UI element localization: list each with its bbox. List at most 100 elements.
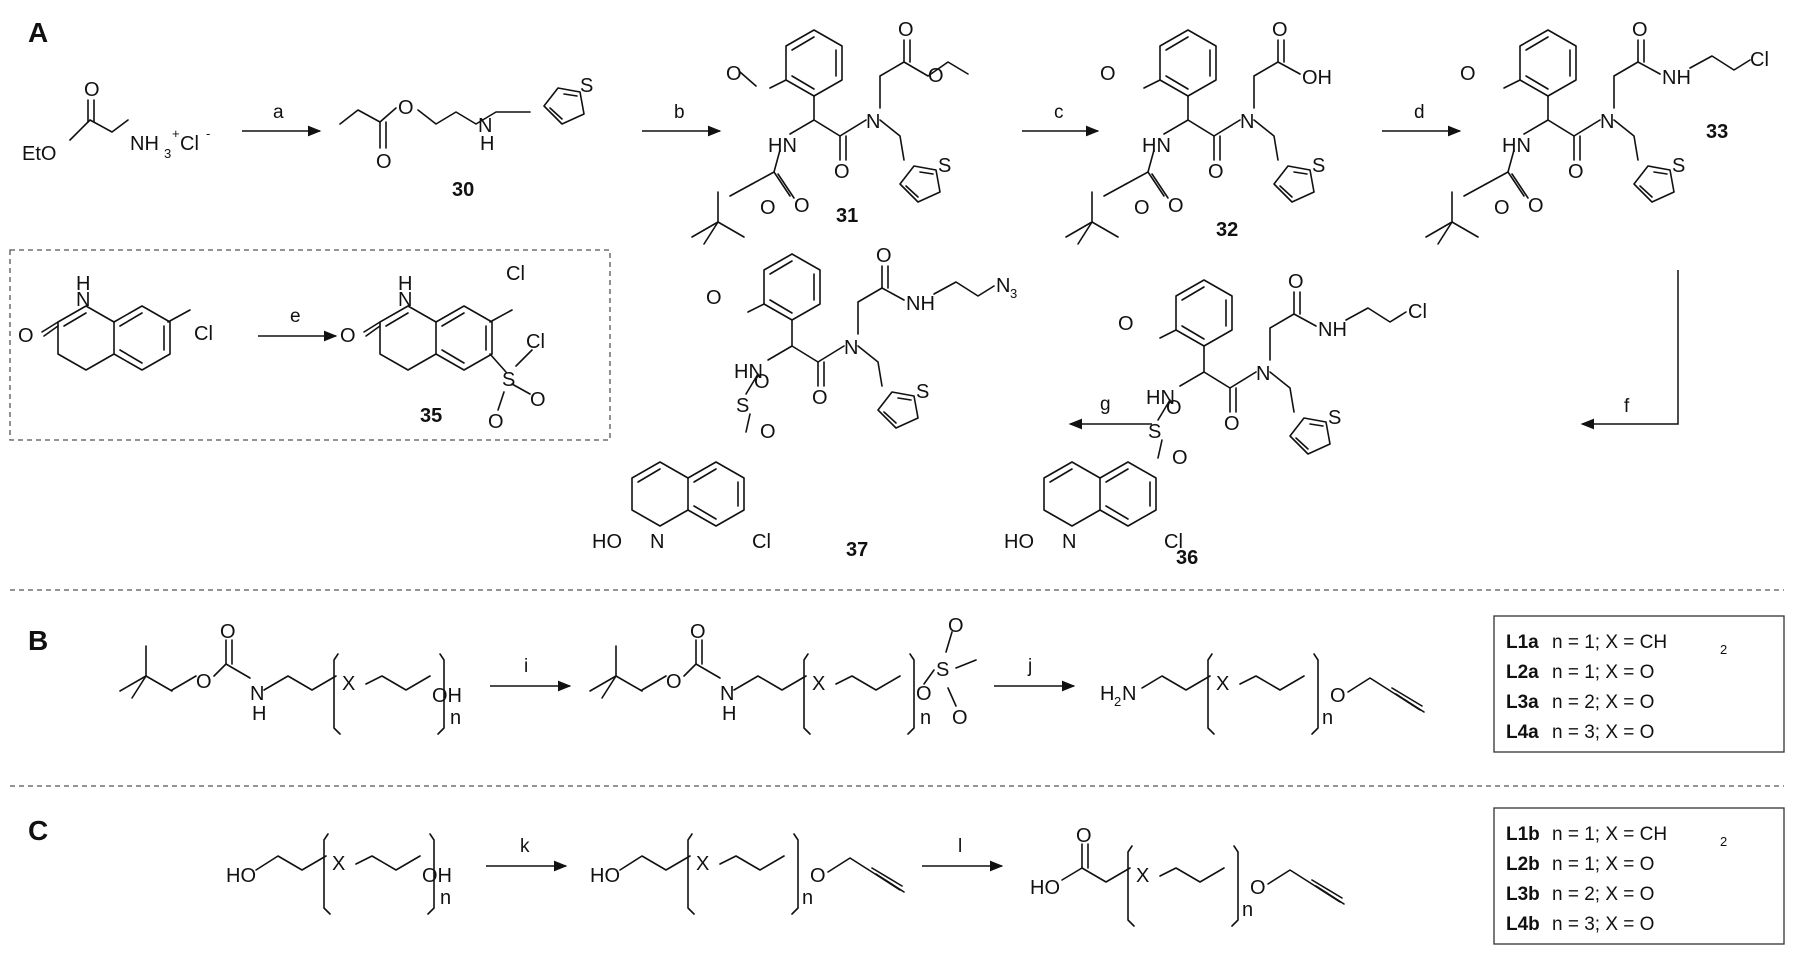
atom-o-co-b1: O: [220, 621, 236, 643]
atom-h-b2: H: [722, 703, 736, 725]
label-compound-32: 32: [1216, 219, 1238, 241]
atom-o-sulfonyl2-37: O: [760, 421, 776, 443]
atom-o-boc1-31: O: [760, 197, 776, 219]
atom-ho-36: HO: [1004, 531, 1034, 553]
legend-text: n = 2; X = O: [1552, 884, 1654, 905]
atom-nh-37: NH: [906, 293, 935, 315]
atom-o-boc-b2: O: [666, 671, 682, 693]
atom-n-sub-b3: n: [1322, 707, 1333, 729]
atom-o-ester-31: O: [928, 65, 944, 87]
atom-cl-35: Cl: [506, 263, 525, 285]
atom-o-acid-c3: O: [1076, 825, 1092, 847]
label-compound-31: 31: [836, 205, 858, 227]
atom-hn-32: HN: [1142, 135, 1171, 157]
atom-hn-33: HN: [1502, 135, 1531, 157]
carboxy-alkyne-structure: HO O X n O: [1030, 825, 1345, 927]
atom-o-sulfonyl1-35: O: [530, 389, 546, 411]
atom-o-methoxy-31: O: [726, 63, 742, 85]
atom-o-sulfonyl1-36: O: [1166, 397, 1182, 419]
atom-o-sulfonyl2-36: O: [1172, 447, 1188, 469]
atom-ho-c3: HO: [1030, 877, 1060, 899]
legend-id: L4b: [1506, 914, 1540, 935]
compound-31-structure: O HN O N O O O O S: [691, 19, 969, 245]
panel-label-b: B: [28, 625, 48, 656]
atom-s-33: S: [1672, 155, 1685, 177]
dashed-box-reaction-e: [9, 249, 611, 441]
atom-o-carbonyl: O: [376, 151, 392, 173]
legend-text: n = 3; X = O: [1552, 914, 1654, 935]
atom-s-thiophene-36: S: [1328, 407, 1341, 429]
compound-35-structure: O N H Cl S Cl O O: [340, 263, 546, 433]
atom-x-b3: X: [1216, 673, 1229, 695]
legend-id: L4a: [1506, 722, 1539, 743]
atom-n-35: N: [398, 289, 412, 311]
atom-o-ether-c3: O: [1250, 877, 1266, 899]
hydroxy-alkyne-structure: HO X n O: [590, 833, 905, 915]
atom-s-sulfonyl-36: S: [1148, 421, 1161, 443]
atom-cl-36: Cl: [1408, 301, 1427, 323]
reagent-i: i: [524, 656, 528, 677]
atom-o-boc2-31: O: [794, 195, 810, 217]
legend-row: L3b n = 2; X = O: [1506, 884, 1654, 905]
diol-structure: HO X n OH: [226, 833, 452, 915]
reagent-g: g: [1100, 394, 1111, 415]
reagent-k: k: [520, 836, 530, 857]
atom-n-sub-b1: n: [450, 707, 461, 729]
label-compound-35: 35: [420, 405, 442, 427]
atom-oh-c1: OH: [422, 865, 452, 887]
legend-row: L2b n = 1; X = O: [1506, 854, 1654, 875]
reagent-c: c: [1054, 102, 1064, 123]
atom-x-b2: X: [812, 673, 825, 695]
atom-o-mes2-b2: O: [952, 707, 968, 729]
atom-o-amide-32: O: [1208, 161, 1224, 183]
compound-37-structure: O HN S O O O N O NH N 3 S HO N Cl: [592, 245, 1017, 553]
legend-id: L1b: [1506, 824, 1540, 845]
atom-h-b1: H: [252, 703, 266, 725]
atom-o-sulfonyl1-37: O: [754, 371, 770, 393]
compound-32-structure: O HN O N O OH O O S: [1065, 19, 1332, 245]
atom-o-methoxy-33: O: [1460, 63, 1476, 85]
atom-n-36: N: [1256, 363, 1270, 385]
legend-row: L3a n = 2; X = O: [1506, 692, 1654, 713]
atom-h-quin: H: [76, 273, 90, 295]
atom-n-b2: N: [720, 683, 734, 705]
atom-o-amide-36: O: [1224, 413, 1240, 435]
atom-plus: +: [172, 126, 180, 141]
panel-label-a: A: [28, 17, 48, 48]
legend-row: L4a n = 3; X = O: [1506, 722, 1654, 743]
atom-o-ether-b3: O: [1330, 685, 1346, 707]
atom-sub2-b3: 2: [1114, 694, 1121, 709]
atom-n-sub-c3: n: [1242, 899, 1253, 921]
boc-amino-mesylate-structure: O O N H X n O S O O: [589, 615, 977, 735]
atom-o-methoxy-36: O: [1118, 313, 1134, 335]
atom-h-amine: H: [480, 133, 494, 155]
label-compound-37: 37: [846, 539, 868, 561]
atom-o-co-b2: O: [690, 621, 706, 643]
atom-o-methoxy-37: O: [706, 287, 722, 309]
atom-cl-quin-37: Cl: [752, 531, 771, 553]
atom-h2n-b3: H: [1100, 683, 1114, 705]
atom-o-boc1-33: O: [1494, 197, 1510, 219]
atom-o-35: O: [340, 325, 356, 347]
atom-o-amide-37: O: [812, 387, 828, 409]
atom-o-boc2-32: O: [1168, 195, 1184, 217]
atom-cl-quin: Cl: [194, 323, 213, 345]
atom-ho-37: HO: [592, 531, 622, 553]
legend-text: n = 1; X = CH: [1552, 824, 1667, 845]
amino-alkyne-structure: H 2 N X n O: [1100, 653, 1425, 735]
legend-row: L4b n = 3; X = O: [1506, 914, 1654, 935]
legend-id: L2b: [1506, 854, 1540, 875]
atom-oh-32: OH: [1302, 67, 1332, 89]
atom-n-sub-c1: n: [440, 887, 451, 909]
atom-x-c2: X: [696, 853, 709, 875]
atom-s-sulfonyl-37: S: [736, 395, 749, 417]
atom-hn-36: HN: [1146, 387, 1175, 409]
atom-cl-33: Cl: [1750, 49, 1769, 71]
atom-eto: EtO: [22, 143, 56, 165]
atom-n3-37: N: [996, 275, 1010, 297]
legend-text: n = 1; X = O: [1552, 854, 1654, 875]
legend-id: L1a: [1506, 632, 1539, 653]
reagent-f: f: [1624, 396, 1630, 417]
atom-o-ester: O: [398, 97, 414, 119]
legend-b: L1a n = 1; X = CH 2 L2a n = 1; X = O L3a…: [1506, 632, 1727, 743]
